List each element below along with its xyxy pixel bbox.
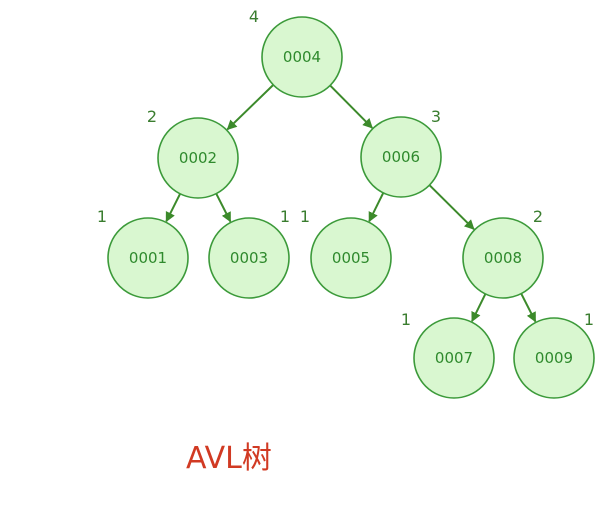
node-circle [208,217,290,299]
node-height-label: 1 [584,310,594,329]
tree-node-0007: 0007 1 [401,310,495,399]
node-label: 0006 [382,148,420,166]
tree-node-0006: 0006 3 [360,107,442,198]
node-height-label: 3 [431,107,441,126]
edge-n8-n7 [471,293,487,323]
node-circle [157,117,239,199]
node-circle [462,217,544,299]
node-circle [261,16,343,98]
node-height-label: 1 [401,310,411,329]
tree-node-0004: 0004 4 [249,7,343,98]
nodes-layer: 0004 4 0002 2 0006 3 0001 1 0003 1 0005 1 0008 2 0007 1… [97,7,595,399]
node-height-label: 1 [280,207,290,226]
node-height-label: 1 [300,207,310,226]
node-circle [107,217,189,299]
edge-n2-n1 [165,193,181,223]
node-label: 0007 [435,349,473,367]
edge-n6-n8 [428,184,475,230]
tree-node-0008: 0008 2 [462,207,544,299]
node-label: 0001 [129,249,167,267]
edge-n4-n6 [329,84,373,129]
tree-node-0003: 0003 1 [208,207,290,299]
node-circle [513,317,595,399]
node-circle [413,317,495,399]
node-label: 0008 [484,249,522,267]
diagram-caption: AVL树 [186,441,272,476]
tree-node-0005: 0005 1 [300,207,392,299]
node-circle [360,116,442,198]
node-height-label: 2 [533,207,543,226]
node-label: 0004 [283,48,321,66]
edge-n6-n5 [368,192,385,223]
node-height-label: 1 [97,207,107,226]
edge-n4-n2 [226,84,274,131]
edge-n2-n3 [215,193,232,223]
node-height-label: 4 [249,7,259,26]
edge-n8-n9 [520,293,537,323]
tree-node-0009: 0009 1 [513,310,595,399]
node-label: 0005 [332,249,370,267]
node-label: 0003 [230,249,268,267]
edges-layer [165,84,537,323]
node-label: 0002 [179,149,217,167]
node-height-label: 2 [147,107,157,126]
tree-node-0001: 0001 1 [97,207,189,299]
node-label: 0009 [535,349,573,367]
tree-node-0002: 0002 2 [147,107,239,199]
node-circle [310,217,392,299]
